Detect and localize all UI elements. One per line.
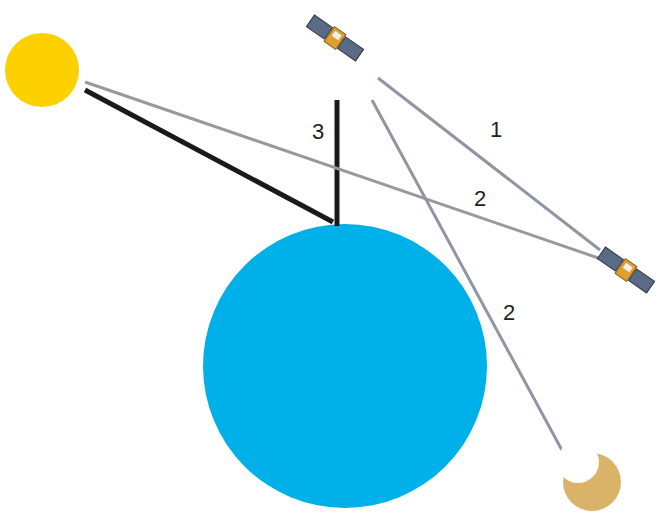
earth	[203, 224, 487, 508]
satellite	[596, 245, 655, 294]
moon-line	[372, 100, 570, 465]
sun-earth-line	[85, 90, 333, 222]
satellite	[305, 13, 364, 62]
sun	[5, 33, 79, 107]
inter-satellite-line	[378, 78, 600, 250]
moon	[557, 441, 621, 511]
callout-number: 3	[310, 120, 326, 144]
callout-number: 2	[472, 187, 488, 211]
sun-satellite-line	[85, 82, 610, 262]
callout-number: 1	[488, 118, 504, 142]
nadir-line	[335, 100, 340, 226]
callout-number: 2	[501, 301, 517, 325]
